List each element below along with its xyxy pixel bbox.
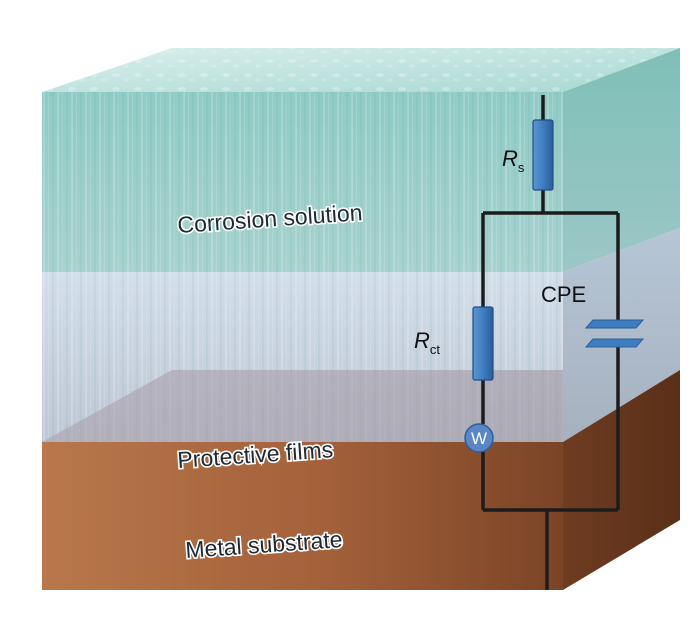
cpe-label: CPE (541, 282, 586, 307)
block-side-substrate (563, 370, 680, 590)
block-side-solution (563, 48, 680, 272)
cpe-plate-top (584, 319, 645, 329)
rct-label: Rct (414, 328, 440, 357)
substrate-layer-front (42, 442, 563, 590)
rs-resistor (532, 119, 554, 191)
rct-resistor (472, 306, 494, 381)
circuit-wires (481, 95, 620, 590)
block-side-film (563, 228, 680, 442)
substrate-top-plane (42, 370, 680, 442)
block-top-texture (42, 48, 680, 92)
warburg-element (464, 423, 494, 453)
cpe-plate-bottom (584, 338, 645, 348)
warburg-label: W (471, 429, 487, 448)
solution-layer-streaks (42, 92, 563, 272)
rs-label: Rs (502, 146, 525, 175)
